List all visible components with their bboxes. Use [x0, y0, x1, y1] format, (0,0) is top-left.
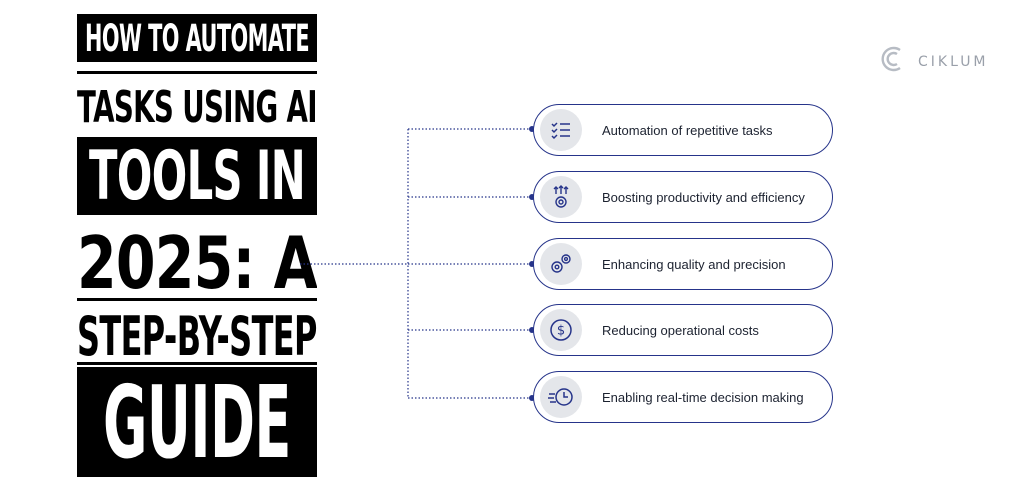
title-line-6-box: GUIDE: [77, 367, 317, 477]
benefit-label: Boosting productivity and efficiency: [602, 189, 805, 205]
title-line-3-box: TOOLS IN: [77, 137, 317, 215]
title-line-5-box: STEP-BY-STEP: [77, 306, 317, 364]
title-divider: [77, 298, 317, 301]
ciklum-logo: CIKLUM: [878, 44, 989, 79]
title-divider: [77, 362, 317, 365]
benefit-item-automation: Automation of repetitive tasks: [533, 104, 833, 156]
gears-icon: [540, 243, 582, 285]
title-divider: [77, 71, 317, 74]
benefit-item-costs: $ Reducing operational costs: [533, 304, 833, 356]
dollar-coin-icon: $: [540, 309, 582, 351]
benefit-item-productivity: Boosting productivity and efficiency: [533, 171, 833, 223]
gear-arrows-icon: [540, 176, 582, 218]
benefit-item-quality: Enhancing quality and precision: [533, 238, 833, 290]
title-line-1-box: HOW TO AUTOMATE: [77, 14, 317, 62]
logo-text: CIKLUM: [918, 53, 989, 70]
title-line-4-box: 2025: A: [77, 223, 317, 301]
benefit-item-decisions: Enabling real-time decision making: [533, 371, 833, 423]
benefit-label: Reducing operational costs: [602, 322, 759, 338]
benefit-label: Enabling real-time decision making: [602, 389, 804, 405]
checklist-icon: [540, 109, 582, 151]
benefit-label: Enhancing quality and precision: [602, 256, 786, 272]
fast-clock-icon: [540, 376, 582, 418]
ciklum-logo-icon: [878, 44, 908, 79]
title-line-2-box: TASKS USING AI: [77, 80, 317, 136]
svg-text:$: $: [557, 324, 565, 339]
benefit-label: Automation of repetitive tasks: [602, 122, 773, 138]
